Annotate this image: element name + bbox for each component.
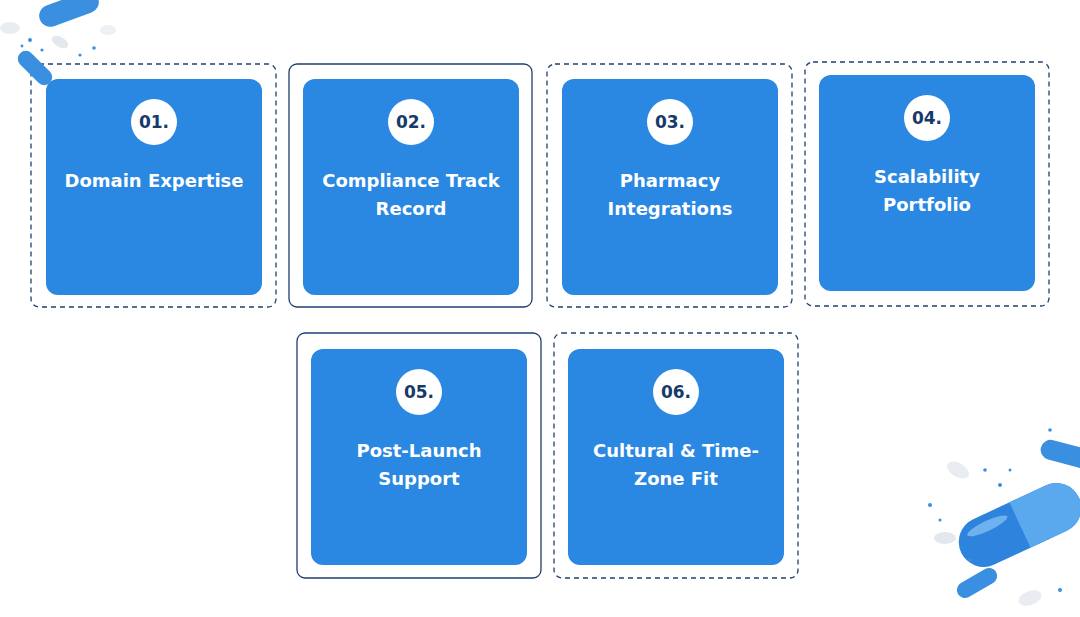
number-circle: 02. — [388, 99, 434, 145]
feature-card: 03. Pharmacy Integrations — [562, 79, 778, 295]
callout-number: 03. — [655, 112, 685, 132]
callout-number: 05. — [404, 382, 434, 402]
number-circle: 06. — [653, 369, 699, 415]
callout-number: 04. — [912, 108, 942, 128]
number-circle: 01. — [131, 99, 177, 145]
card-title: Compliance Track Record — [321, 167, 501, 223]
card-title: Cultural & Time-Zone Fit — [586, 437, 766, 493]
card-title: Domain Expertise — [64, 167, 244, 195]
card-frame — [547, 64, 792, 307]
card-title: Post-Launch Support — [329, 437, 509, 493]
callout-number: 06. — [661, 382, 691, 402]
card-title: Scalability Portfolio — [837, 163, 1017, 219]
feature-card: 05. Post-Launch Support — [311, 349, 527, 565]
card-frame — [554, 333, 798, 578]
feature-card: 04. Scalability Portfolio — [819, 75, 1035, 291]
feature-card: 02. Compliance Track Record — [303, 79, 519, 295]
number-circle: 04. — [904, 95, 950, 141]
card-frame — [297, 333, 541, 578]
card-frame — [289, 64, 532, 307]
pill-illustration — [928, 428, 1080, 608]
card-frame — [805, 62, 1049, 306]
feature-card: 01. Domain Expertise — [46, 79, 262, 295]
callout-number: 02. — [396, 112, 426, 132]
pill-illustration — [0, 0, 116, 89]
card-frame — [31, 64, 276, 307]
number-circle: 05. — [396, 369, 442, 415]
callout-number: 01. — [139, 112, 169, 132]
number-circle: 03. — [647, 99, 693, 145]
feature-card: 06. Cultural & Time-Zone Fit — [568, 349, 784, 565]
card-title: Pharmacy Integrations — [580, 167, 760, 223]
